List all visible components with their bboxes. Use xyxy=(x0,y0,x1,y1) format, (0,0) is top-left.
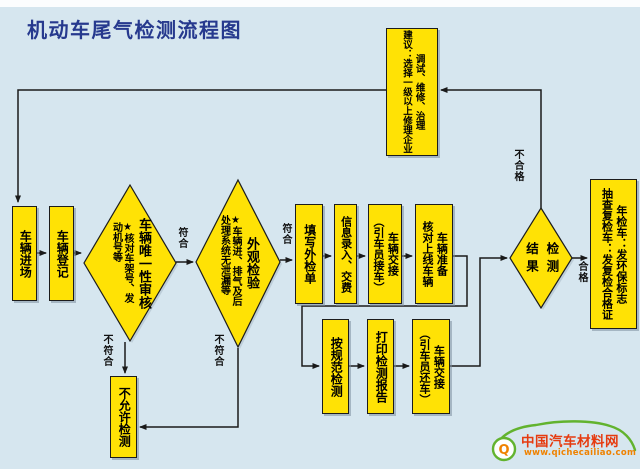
logo-mark: Q xyxy=(498,443,509,458)
node-vehicle-prepare: 车辆准备 核对上线车辆 xyxy=(415,204,453,304)
diamond-appearance-shape xyxy=(195,178,281,349)
node-fill-inspection-form: 填写外检单 xyxy=(295,204,323,304)
node-repair-suggestion: 建议：选择一级以上修理企业 调试、维修、治理 xyxy=(386,28,438,156)
node-vehicle-handover-receive: 车辆交接 （引车员接车） xyxy=(368,204,402,304)
diamond-title: 车辆唯一性审核 xyxy=(135,217,151,309)
connector-appearance-notallowed xyxy=(139,348,239,430)
connector-suggest-enter xyxy=(15,89,386,203)
label-unqualified: 不合格 xyxy=(512,149,523,182)
node-label: 信息录入、交费 xyxy=(339,215,353,293)
node-label: 按规范检测 xyxy=(329,336,344,397)
label-qualified: 合格 xyxy=(576,261,587,283)
label-pass-1: 符合 xyxy=(176,227,187,249)
label-pass-2: 符合 xyxy=(280,223,291,245)
node-label: 不允许检测 xyxy=(117,387,132,447)
node-sublabel: （引车员接车） xyxy=(372,215,385,293)
connector-result-suggest xyxy=(440,87,542,208)
logo-site-url: www.qichecailiao.com xyxy=(524,448,637,458)
diamond-title: 结果 xyxy=(524,241,539,277)
node-label: 车辆进场 xyxy=(18,229,33,278)
diamond-uniqueness-review: 车辆唯一性审核 ★核对车架号、发动机号等 xyxy=(90,198,170,328)
node-info-entry-payment: 信息录入、交费 xyxy=(334,204,357,304)
node-sublabel: 核对上线车辆 xyxy=(421,221,434,287)
diamond-test-result: 检测 结果 xyxy=(520,231,562,287)
node-test-per-standard: 按规范检测 xyxy=(322,319,349,414)
node-label: 车辆交接 xyxy=(432,344,446,389)
node-label: 填写外检单 xyxy=(302,224,317,284)
connector-handoverreturn-result xyxy=(450,255,508,367)
diamond-uniqueness-shape xyxy=(83,183,177,343)
node-vehicle-handover-return: 车辆交接 （引车员还车） xyxy=(412,319,450,414)
node-label: 车辆登记 xyxy=(55,229,70,278)
diamond-detail: ★车辆进、排气及后处理系统无泄漏等 xyxy=(218,214,242,306)
node-sublabel: （引车员还车） xyxy=(418,328,431,405)
node-sublabel: 调试、维修、治理 xyxy=(413,54,425,130)
diamond-result-shape xyxy=(509,206,573,310)
node-vehicle-register: 车辆登记 xyxy=(49,206,74,301)
label-fail-1: 不符合 xyxy=(101,334,112,367)
node-label: 打印检测报告 xyxy=(374,330,389,403)
page-title: 机动车尾气检测流程图 xyxy=(27,18,242,42)
diamond-appearance-check: 外观检验 ★车辆进、排气及后处理系统无泄漏等 xyxy=(198,197,278,329)
top-white-strip xyxy=(0,0,640,7)
node-test-not-allowed: 不允许检测 xyxy=(110,376,137,458)
car-outline-icon: Q xyxy=(491,420,637,462)
node-label: 建议：选择一级以上修理企业 xyxy=(401,30,412,154)
logo-site-name: 中国汽车材料网 xyxy=(521,434,619,450)
node-label: 车辆准备 xyxy=(435,232,449,276)
label-fail-2: 不符合 xyxy=(212,334,223,367)
node-issue-certificate: 年检车：发环保标志 抽查复检车：发复检合格证 xyxy=(590,179,637,329)
connector-prepare-standardtest xyxy=(301,255,468,369)
node-label: 车辆交接 xyxy=(386,232,400,276)
node-sublabel: 抽查复检车：发复检合格证 xyxy=(600,188,614,320)
node-vehicle-enter: 车辆进场 xyxy=(12,206,37,301)
diamond-detail: ★核对车架号、发动机号等 xyxy=(110,222,134,303)
diamond-title: 检测 xyxy=(544,241,560,277)
logo: Q 中国汽车材料网 www.qichecailiao.com xyxy=(488,417,638,465)
node-label: 年检车：发环保标志 xyxy=(614,204,628,304)
node-print-report: 打印检测报告 xyxy=(367,319,394,414)
diamond-title: 外观检验 xyxy=(243,237,259,289)
